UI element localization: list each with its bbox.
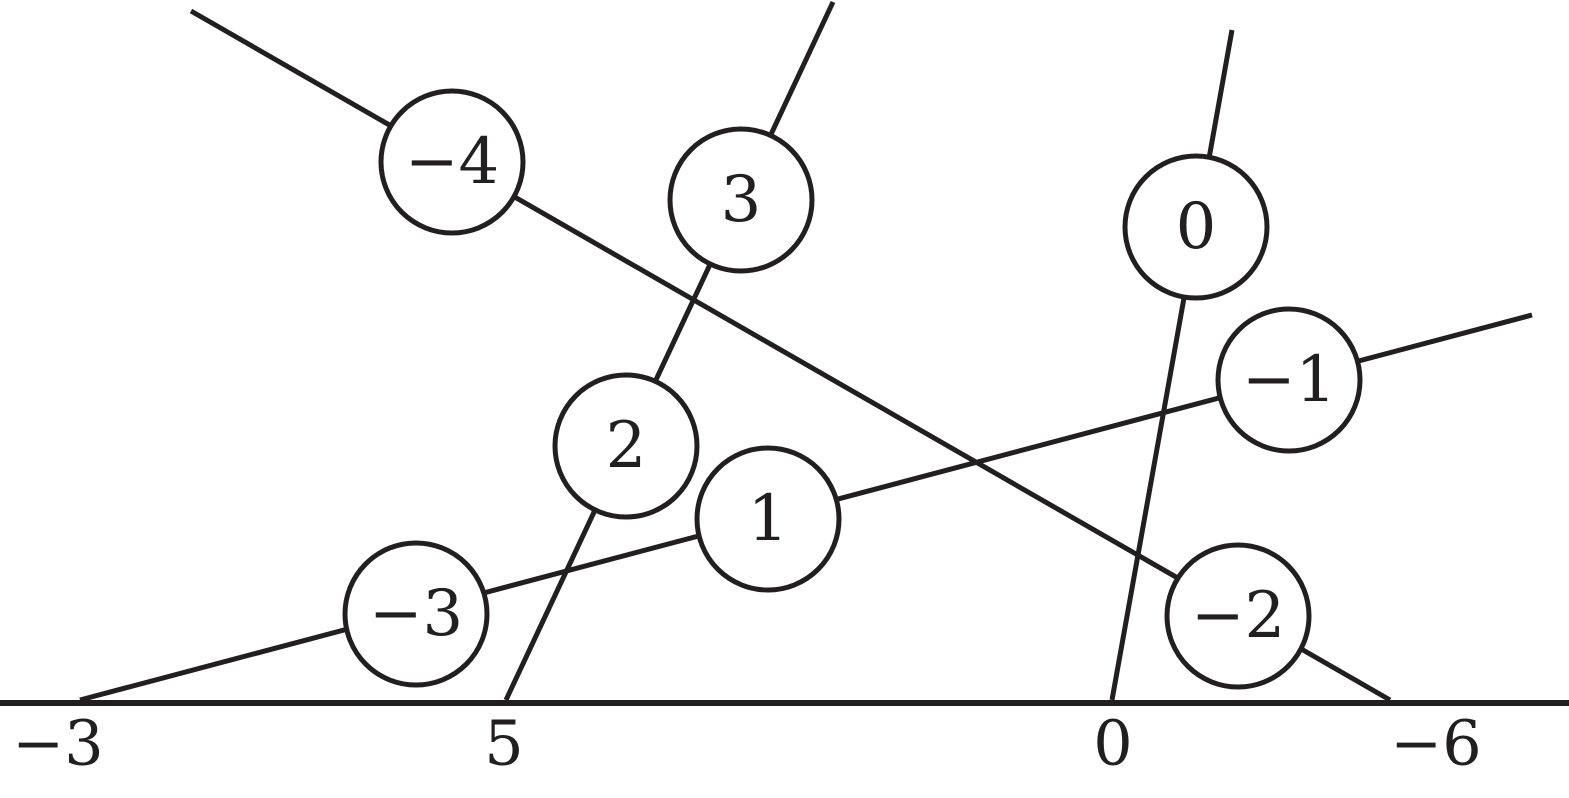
node-circle [1122,153,1270,301]
node-circle [694,445,842,593]
node-2: 2 [552,372,700,520]
baseline-label: 0 [1093,707,1132,780]
node-circle [1164,542,1312,690]
node-label: −1 [1242,343,1336,417]
node-circle [378,88,526,236]
node-0: 0 [1122,153,1270,301]
node-label: 0 [1176,190,1217,264]
node-minus-1: −1 [1215,306,1363,454]
node-label: −3 [369,577,463,651]
node-circle [667,126,815,274]
node-label: 2 [606,409,647,483]
node-minus-4: −4 [378,88,526,236]
node-circle [342,540,490,688]
baseline-label: −6 [1390,707,1481,780]
node-3: 3 [667,126,815,274]
node-1: 1 [694,445,842,593]
baseline-label: 5 [484,707,523,780]
node-label: −4 [405,125,499,199]
node-label: 3 [721,163,762,237]
baseline-label: −3 [12,707,103,780]
line-c [1109,29,1235,701]
node-label: −2 [1191,579,1285,653]
node-label: 1 [748,482,789,556]
node-minus-2: −2 [1164,542,1312,690]
line-b [503,0,836,702]
node-circle [1215,306,1363,454]
node-circle [552,372,700,520]
node-minus-3: −3 [342,540,490,688]
